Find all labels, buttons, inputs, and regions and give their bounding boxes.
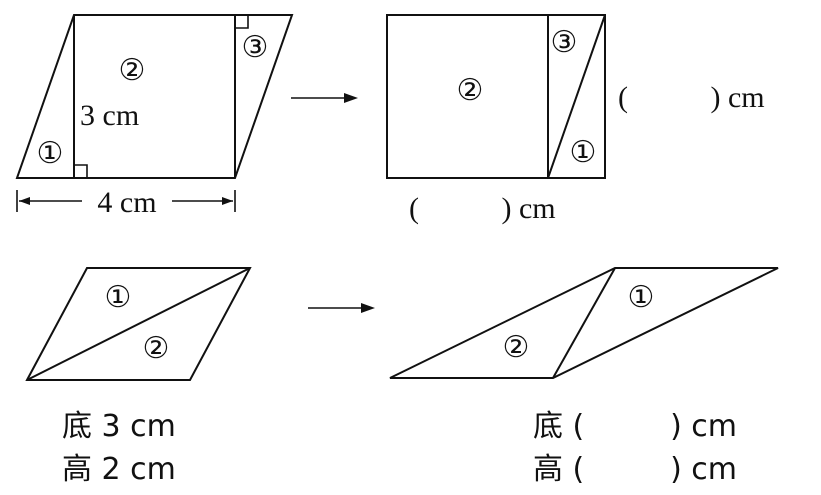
top-transform-arrow <box>291 93 358 103</box>
parallelogram-outline <box>15 14 294 179</box>
parallelogram-diagonal <box>26 267 251 381</box>
top-right-rectangle: ② ③ ① ( ) cm ( ) cm <box>386 14 765 225</box>
piece-label-1: ① <box>37 136 64 171</box>
piece-label-1: ① <box>105 280 132 315</box>
base-line: 底 3 cm <box>62 409 176 444</box>
piece-label-2: ② <box>119 53 146 88</box>
piece-label-2: ② <box>457 73 484 108</box>
piece-label-1: ① <box>628 280 655 315</box>
base-label: 4 cm <box>97 186 156 219</box>
piece-label-2: ② <box>503 330 530 365</box>
dimension-arrowhead-right <box>222 197 233 205</box>
bottom-transform-arrow <box>308 303 375 313</box>
dimension-arrowhead-left <box>19 197 30 205</box>
height-line: 高 2 cm <box>62 452 176 487</box>
piece-label-3: ③ <box>242 30 269 65</box>
piece-label-1: ① <box>570 135 597 170</box>
base-line: 底 ( ) cm <box>533 409 737 444</box>
height-line: 高 ( ) cm <box>533 452 737 487</box>
piece-label-3: ③ <box>551 25 578 60</box>
right-angle-mark-top <box>235 15 249 29</box>
arrow-head-icon <box>361 303 375 313</box>
bottom-length-blank: ( ) cm <box>409 192 556 225</box>
bottom-right-parallelogram: ② ① 底 ( ) cm 高 ( ) cm <box>389 267 779 487</box>
arrow-head-icon <box>344 93 358 103</box>
piece-label-2: ② <box>143 331 170 366</box>
height-label: 3 cm <box>80 99 139 132</box>
rectangle-diagonal <box>547 14 606 179</box>
right-angle-mark-bottom <box>74 164 88 178</box>
parallelogram-cut-line <box>552 267 616 379</box>
top-left-parallelogram: ① ② ③ 3 cm 4 cm <box>15 14 294 219</box>
side-length-blank: ( ) cm <box>618 81 765 114</box>
rectangle-outline <box>386 14 606 179</box>
bottom-left-parallelogram: ① ② 底 3 cm 高 2 cm <box>25 267 252 487</box>
parallelogram-outline <box>389 267 779 379</box>
